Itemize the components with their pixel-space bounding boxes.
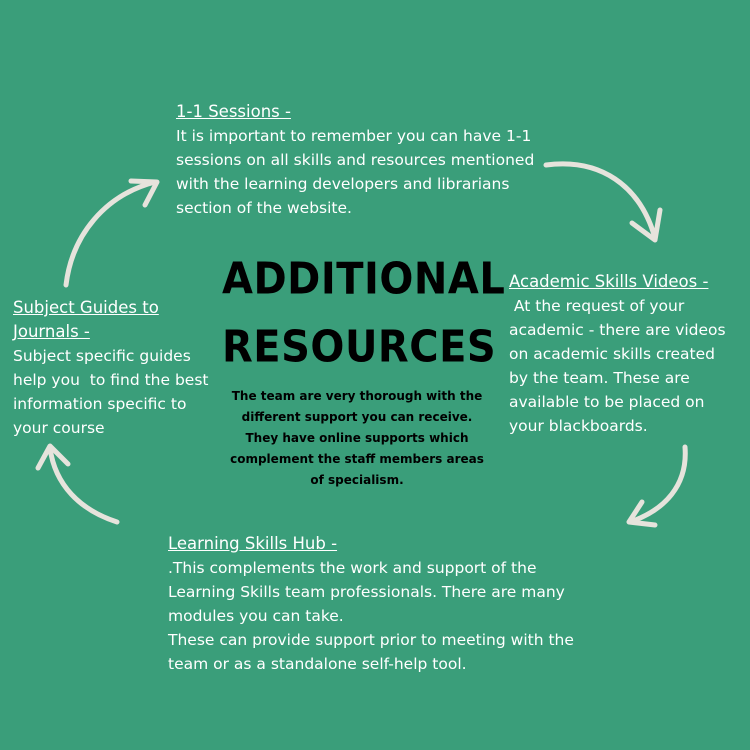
title-line-2: RESOURCES — [222, 321, 497, 373]
description-line: complement the staff members areas — [230, 452, 484, 466]
learning-hub-heading: Learning Skills Hub - — [168, 534, 338, 553]
academic-videos-text-line: your blackboards. — [509, 417, 648, 435]
subject-guides-text-line: your course — [13, 419, 105, 437]
curved-arrow-icon — [626, 444, 688, 528]
sessions-text-line: section of the website. — [176, 199, 352, 217]
academic-videos-text-line: At the request of your — [509, 297, 685, 315]
learning-hub-text-line: .This complements the work and support o… — [168, 559, 537, 577]
learning-hub-text-line: team or as a standalone self-help tool. — [168, 655, 467, 673]
sessions-heading: 1-1 Sessions - — [176, 102, 291, 121]
subject-guides-text-line: help you to find the best — [13, 371, 209, 389]
subject-guides-text-line: Subject specific guides — [13, 347, 191, 365]
description-line: different support you can receive. — [241, 410, 473, 424]
academic-videos-text-line: academic - there are videos — [509, 321, 726, 339]
academic-videos-text-line: on academic skills created — [509, 345, 715, 363]
subject-guides-section: Subject Guides to Journals - Subject spe… — [13, 296, 209, 440]
academic-videos-text-line: by the team. These are — [509, 369, 690, 387]
title-line-1: ADDITIONAL — [222, 253, 506, 305]
description-line: They have online supports which — [245, 431, 469, 445]
learning-hub-text-line: Learning Skills team professionals. Ther… — [168, 583, 565, 601]
sessions-section: 1-1 Sessions - It is important to rememb… — [176, 100, 534, 220]
curved-arrow-icon — [543, 161, 663, 243]
sessions-text-line: It is important to remember you can have… — [176, 127, 532, 145]
academic-videos-section: Academic Skills Videos - At the request … — [509, 270, 726, 438]
curved-arrow-icon — [35, 443, 120, 525]
center-description: The team are very thorough with the diff… — [222, 386, 492, 491]
description-line: The team are very thorough with the — [231, 389, 483, 403]
curved-arrow-icon — [63, 178, 160, 288]
subject-guides-heading: Subject Guides to — [13, 298, 159, 317]
learning-hub-text-line: modules you can take. — [168, 607, 344, 625]
academic-videos-text-line: available to be placed on — [509, 393, 705, 411]
sessions-text-line: sessions on all skills and resources men… — [176, 151, 535, 169]
academic-videos-heading: Academic Skills Videos - — [509, 272, 709, 291]
learning-hub-section: Learning Skills Hub - .This complements … — [168, 532, 574, 676]
learning-hub-text-line: These can provide support prior to meeti… — [168, 631, 574, 649]
subject-guides-text-line: information specific to — [13, 395, 187, 413]
subject-guides-heading: Journals - — [13, 322, 90, 341]
sessions-text-line: with the learning developers and librari… — [176, 175, 510, 193]
description-line: of specialism. — [310, 473, 404, 487]
